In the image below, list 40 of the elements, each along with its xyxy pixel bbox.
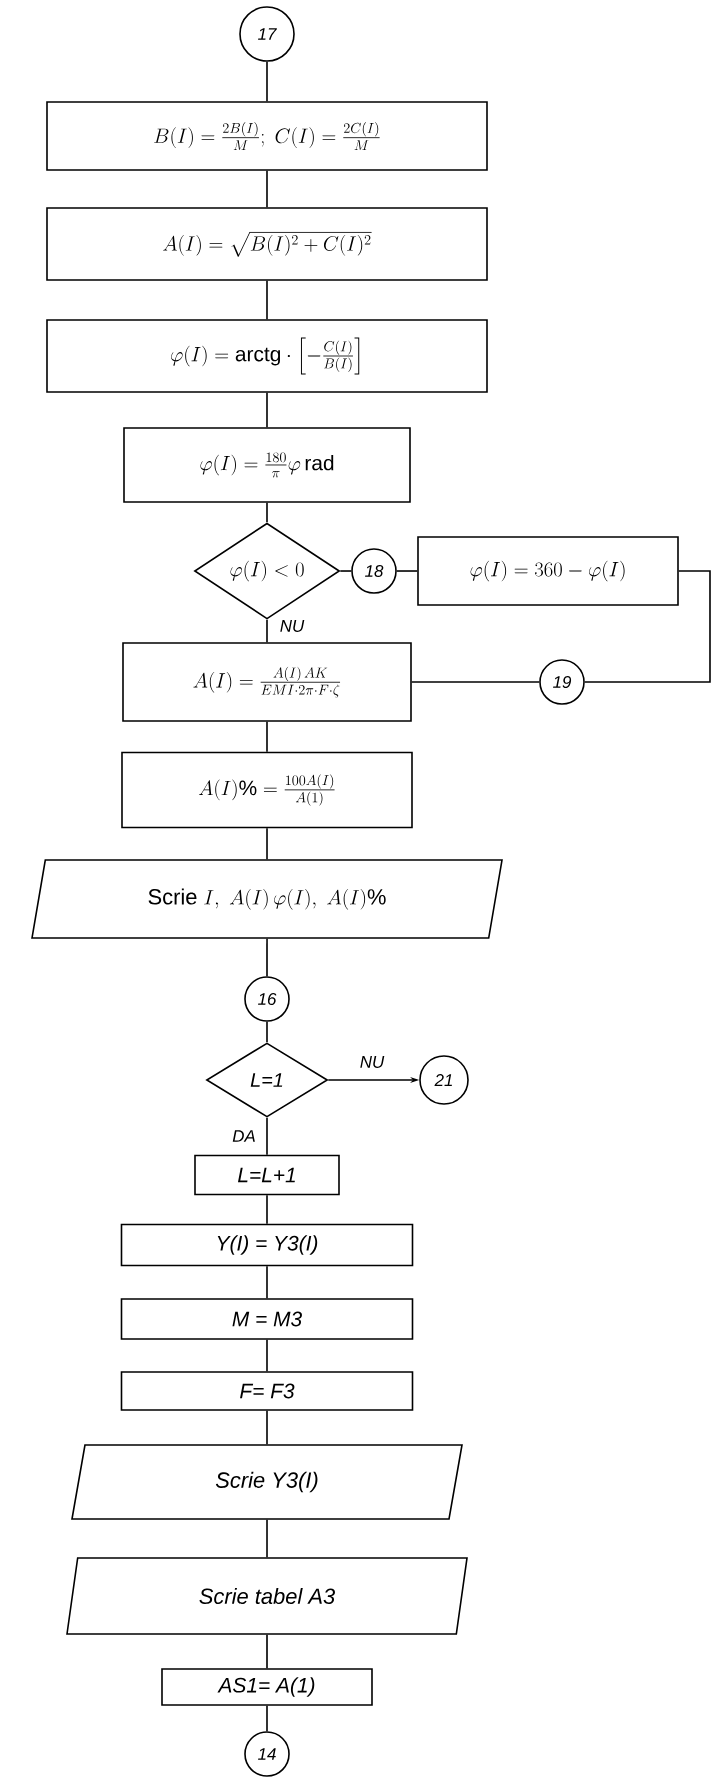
- process-box: F= F3: [120, 1371, 414, 1411]
- edge-label: DA: [231, 1129, 257, 1143]
- connector-line: [266, 61, 268, 102]
- connector-line: [339, 570, 352, 572]
- output-parallelogram: Scrie Y3(I): [71, 1444, 463, 1520]
- output-parallelogram: $\mathrm{Scrie}\ I,\ A(I)\,\varphi(I),\ A(I)\%$: [31, 859, 503, 939]
- process-box: AS1= A(1): [161, 1668, 373, 1706]
- connector-line: [584, 570, 711, 683]
- process-box: M = M3: [120, 1298, 414, 1340]
- connector-line: [396, 570, 418, 572]
- process-box: Y(I) = Y3(I): [120, 1223, 414, 1267]
- connector-line: [266, 392, 268, 428]
- connector-line: [266, 502, 268, 524]
- connector-line: [266, 721, 268, 753]
- connector-line: [266, 1021, 268, 1043]
- process-box: L=L+1: [194, 1154, 340, 1196]
- connector-line: [266, 938, 268, 977]
- connector-line: [266, 1705, 268, 1732]
- process-box: $\varphi(I)=360-\varphi(I)$: [417, 536, 679, 606]
- connector-line: [266, 170, 268, 208]
- process-box: $\varphi(I)=\mathrm{arctg}\cdot\left[-\frac{C(I)}{B(I)}\right]$: [46, 319, 488, 393]
- output-parallelogram: Scrie tabel A3: [66, 1557, 468, 1635]
- process-box: $A(I)\%=\frac{100A(I)}{A(1)}$: [121, 751, 413, 829]
- connector-line: [266, 280, 268, 320]
- connector-line: [266, 1194, 268, 1225]
- connector-line: [266, 1634, 268, 1669]
- process-box: $\varphi(I)=\frac{180}{\pi}\varphi\,\mathrm{rad}$: [123, 427, 411, 503]
- edge-label: NU: [358, 1055, 386, 1069]
- process-box: $B(I)=\frac{2B(I)}{M};\ C(I)=\frac{2C(I)}{M}$: [46, 101, 488, 171]
- process-box: $A(I)=\frac{A(I)\,AK}{EMI\cdot 2\pi\cdot F\cdot\zeta}$: [122, 642, 412, 722]
- edge-label: NU: [278, 619, 306, 633]
- connector-line: [266, 1519, 268, 1558]
- connector-line: [266, 827, 268, 860]
- process-box: $A(I)=\sqrt{B(I)^2+C(I)^2}$: [46, 207, 488, 281]
- connector-line: [266, 618, 268, 643]
- connector-line: [266, 1410, 268, 1445]
- connector-line: [266, 1265, 268, 1299]
- connector-line: [266, 1117, 268, 1156]
- connector-line: [411, 681, 540, 683]
- connector-line: [266, 1339, 268, 1372]
